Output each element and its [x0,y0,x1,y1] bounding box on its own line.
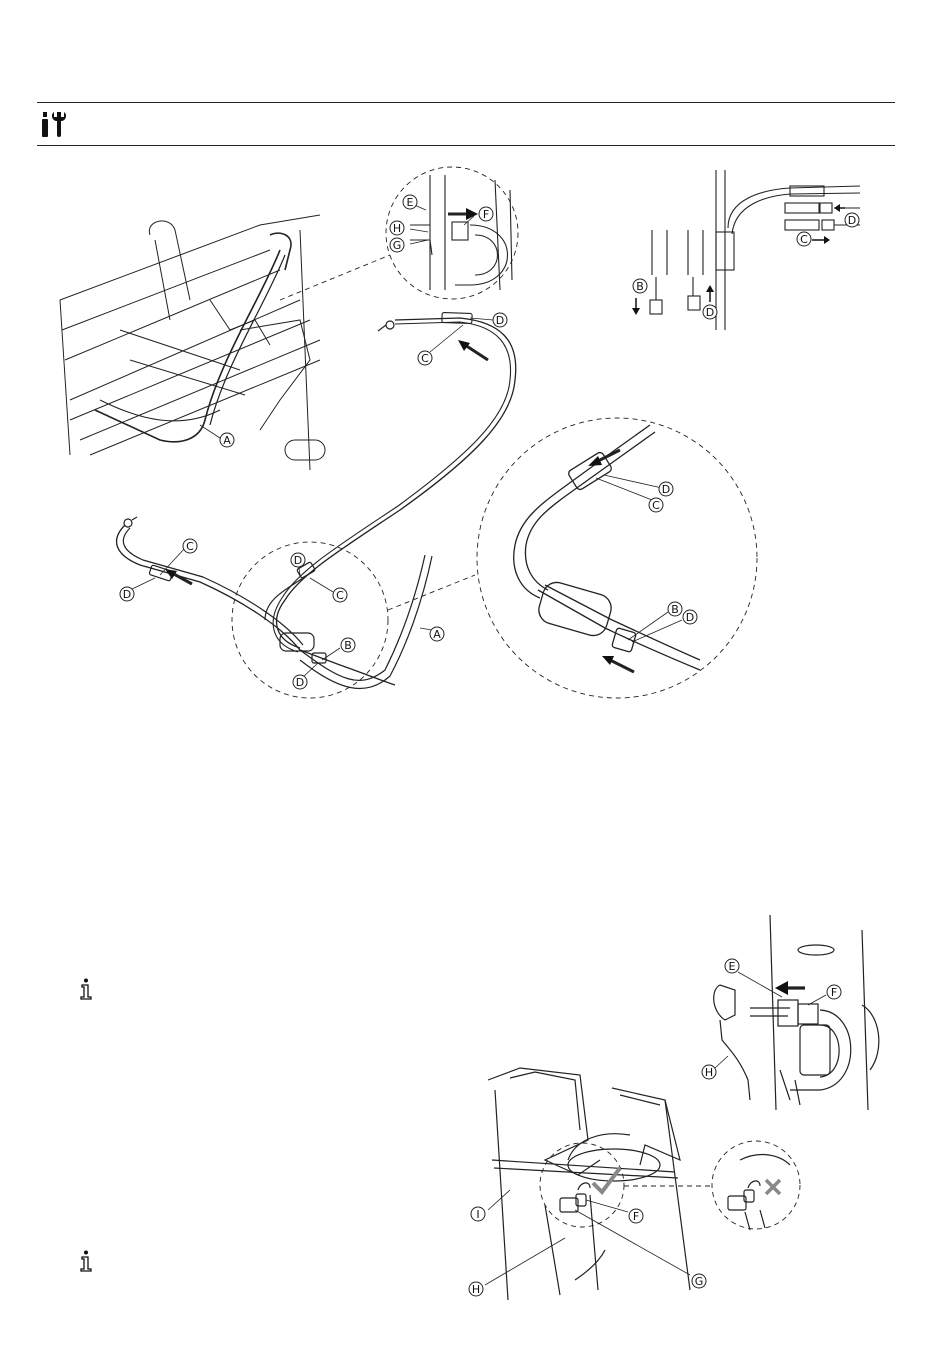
callout-A-1: A [220,433,234,447]
svg-text:D: D [296,676,304,689]
callout-I-1: I [471,1207,485,1221]
callout-H-1: H [390,221,404,235]
callout-A-2: A [430,627,444,641]
callout-D-8: D [845,213,859,227]
callout-B-3: B [633,279,647,293]
callout-D-1: D [493,313,507,327]
svg-text:C: C [652,499,660,512]
svg-text:H: H [705,1066,713,1079]
callout-C-1: C [418,351,432,365]
svg-text:D: D [706,306,714,319]
callout-D-4: D [293,675,307,689]
svg-text:F: F [483,208,489,221]
callout-G-1: G [390,238,404,252]
callout-G-2: G [692,1274,706,1288]
brake-lever-detail [714,915,879,1110]
lever-detail [410,175,512,290]
lever-bracket-figure: E F H I F G H [0,900,950,1310]
svg-text:I: I [476,1208,479,1221]
callout-C-2: C [183,539,197,553]
svg-text:D: D [848,214,856,227]
svg-text:G: G [393,239,402,252]
svg-text:C: C [421,352,429,365]
svg-text:C: C [336,589,344,602]
callout-D-6: D [683,610,697,624]
callout-F-1: F [479,207,493,221]
svg-text:A: A [223,434,231,447]
svg-text:B: B [344,639,352,652]
svg-text:C: C [186,540,194,553]
svg-text:E: E [729,960,736,973]
callout-C-4: C [649,498,663,512]
svg-text:F: F [831,986,837,999]
tools-icon [40,110,66,138]
svg-text:B: B [671,603,679,616]
header-rule-bottom [37,145,895,146]
callout-B-1: B [341,638,355,652]
callout-E-1: E [403,195,417,209]
callout-F-3: F [629,1209,643,1223]
junction-detail [514,425,700,670]
connector-inset [650,170,860,330]
svg-text:H: H [472,1283,480,1296]
svg-text:G: G [695,1275,704,1288]
callout-H-2: H [702,1065,716,1079]
callout-F-2: F [827,985,841,999]
cross-icon [766,1180,780,1194]
svg-text:D: D [662,483,670,496]
callout-E-2: E [725,959,739,973]
callout-H-3: H [469,1282,483,1296]
svg-text:B: B [636,280,644,293]
svg-text:D: D [496,314,504,327]
svg-text:D: D [294,554,302,567]
header-rule-top [37,102,895,103]
svg-text:D: D [686,611,694,624]
callout-D-7: D [703,305,717,319]
callout-D-2: D [120,587,134,601]
chassis-illustration [60,215,325,470]
svg-text:E: E [407,196,414,209]
callout-D-5: D [659,482,673,496]
callout-D-3: D [291,553,305,567]
cable-routing-figure: A A D C C D D C B D D C B D E F H G B D … [0,150,950,710]
callout-C-5: C [797,232,811,246]
svg-text:F: F [633,1210,639,1223]
callout-B-2: B [668,602,682,616]
svg-text:D: D [123,588,131,601]
svg-text:C: C [800,233,808,246]
callout-C-3: C [333,588,347,602]
svg-text:A: A [433,628,441,641]
svg-text:H: H [393,222,401,235]
